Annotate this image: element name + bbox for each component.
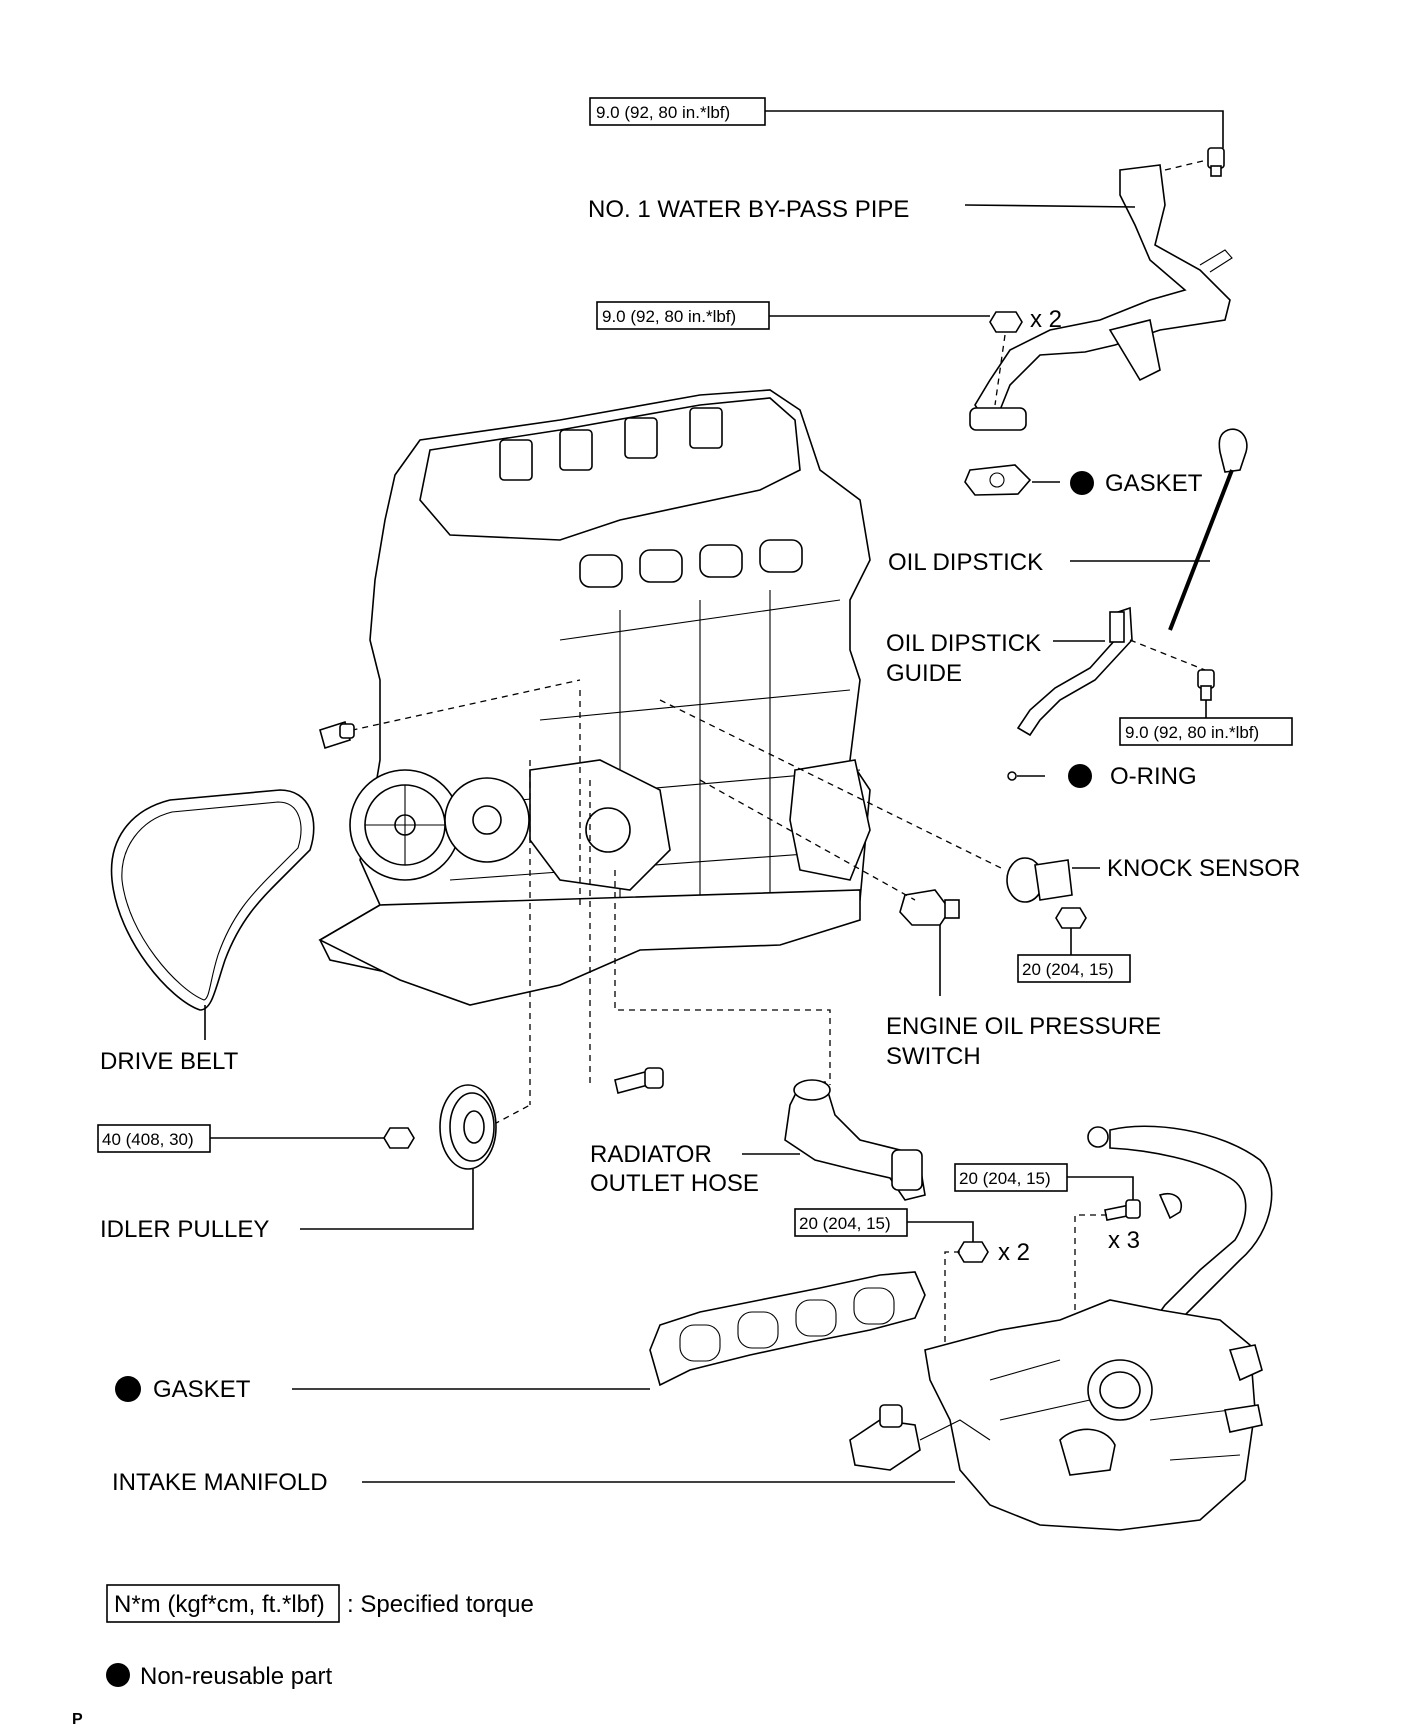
pipe-nut-drawing: [989, 311, 1023, 333]
oil-pressure-switch-label-line2: SWITCH: [886, 1043, 981, 1070]
legend-nonreusable-text: Non-reusable part: [140, 1663, 332, 1690]
manifold-nut-quantity: x 2: [998, 1239, 1030, 1266]
gasket-top-nonreusable-icon: [1070, 471, 1094, 495]
o-ring-nonreusable-icon: [1068, 764, 1092, 788]
torque-box-pipe-bolt: [589, 97, 766, 126]
gasket-bottom-label: GASKET: [153, 1376, 251, 1403]
oil-dipstick-guide-label-line2: GUIDE: [886, 660, 962, 687]
manifold-nut-drawing: [957, 1241, 989, 1263]
pipe-bolt-drawing: [1207, 147, 1225, 177]
o-ring-drawing: [1007, 771, 1017, 781]
torque-box-idler-nut: [97, 1124, 211, 1153]
radiator-outlet-hose-drawing: [784, 1079, 926, 1201]
torque-value-pipe-nut: 9.0 (92, 80 in.*lbf): [602, 307, 736, 326]
oil-pressure-switch-drawing: [899, 889, 960, 926]
radiator-outlet-hose-label-line1: RADIATOR: [590, 1141, 712, 1168]
legend-torque-unit: N*m (kgf*cm, ft.*lbf): [114, 1591, 325, 1618]
legend-torque-box: [106, 1584, 340, 1623]
engine-block-drawing: [318, 389, 871, 1006]
knock-sensor-drawing: [1006, 857, 1073, 903]
dipstick-guide-bolt-drawing: [1197, 669, 1215, 701]
gasket-bottom-nonreusable-icon: [115, 1376, 141, 1402]
manifold-gasket-drawing: [649, 1271, 926, 1387]
idler-pulley-nut-drawing: [383, 1127, 415, 1149]
torque-value-manifold-nut: 20 (204, 15): [799, 1214, 891, 1233]
torque-box-pipe-nut: [596, 301, 770, 330]
knock-sensor-label: KNOCK SENSOR: [1107, 855, 1300, 882]
oil-dipstick-drawing: [1168, 428, 1248, 631]
oil-dipstick-label: OIL DIPSTICK: [888, 549, 1043, 576]
water-bypass-pipe-drawing: [969, 164, 1233, 431]
oil-dipstick-guide-drawing: [1016, 606, 1133, 737]
pipe-nut-quantity: x 2: [1030, 306, 1062, 333]
pipe-gasket-drawing: [964, 464, 1032, 496]
water-bypass-pipe-label: NO. 1 WATER BY-PASS PIPE: [588, 196, 909, 223]
gasket-top-label: GASKET: [1105, 470, 1203, 497]
torque-value-manifold-bolt: 20 (204, 15): [959, 1169, 1051, 1188]
idler-pulley-drawing: [439, 1084, 497, 1170]
idler-pulley-label: IDLER PULLEY: [100, 1216, 269, 1243]
manifold-bolt-quantity: x 3: [1108, 1227, 1140, 1254]
drive-belt-label: DRIVE BELT: [100, 1048, 239, 1075]
radiator-outlet-hose-label-line2: OUTLET HOSE: [590, 1170, 759, 1197]
legend-torque-text: : Specified torque: [347, 1591, 534, 1618]
oil-pressure-switch-label-line1: ENGINE OIL PRESSURE: [886, 1013, 1161, 1040]
drive-belt-drawing: [110, 789, 315, 1011]
torque-value-dipstick-bolt: 9.0 (92, 80 in.*lbf): [1125, 723, 1259, 742]
footer-letter: P: [72, 1711, 83, 1728]
engine-mount-bolt-drawing: [319, 720, 355, 750]
oil-dipstick-guide-label-line1: OIL DIPSTICK: [886, 630, 1041, 657]
torque-value-idler-nut: 40 (408, 30): [102, 1130, 194, 1149]
torque-value-pipe-bolt: 9.0 (92, 80 in.*lbf): [596, 103, 730, 122]
manifold-bolt-drawing: [1104, 1199, 1141, 1221]
legend-nonreusable-icon: [106, 1663, 130, 1687]
torque-value-knock-nut: 20 (204, 15): [1022, 960, 1114, 979]
engine-lower-bolt-drawing: [614, 1067, 664, 1094]
knock-sensor-nut-drawing: [1055, 907, 1087, 929]
legend: N*m (kgf*cm, ft.*lbf) : Specified torque…: [106, 1584, 534, 1690]
o-ring-label: O-RING: [1110, 763, 1197, 790]
torque-box-dipstick-bolt: [1119, 717, 1293, 746]
torque-box-knock-nut: [1017, 954, 1131, 983]
intake-manifold-drawing: [849, 1299, 1263, 1531]
torque-box-manifold-bolt: [954, 1163, 1068, 1192]
intake-manifold-label: INTAKE MANIFOLD: [112, 1469, 328, 1496]
